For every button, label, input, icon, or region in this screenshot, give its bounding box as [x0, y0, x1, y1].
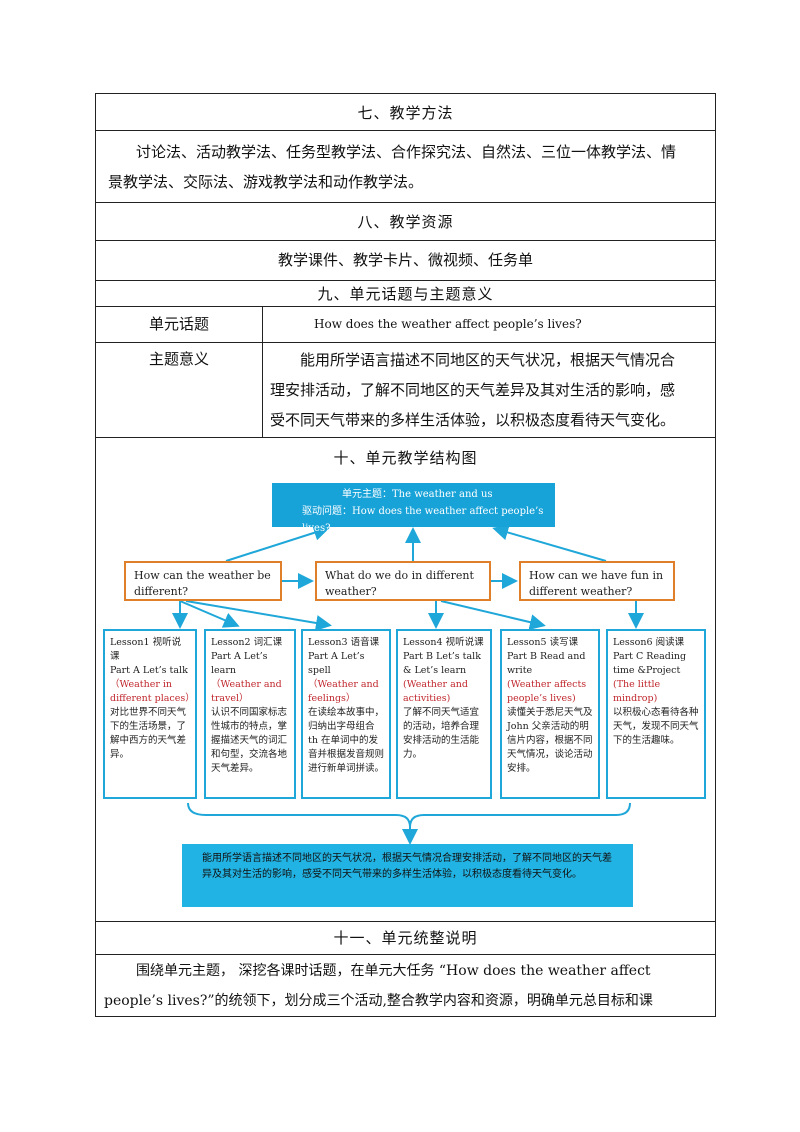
lesson-box-4: Lesson4 视听说课 Part B Let’s talk & Let’s l…: [396, 629, 492, 799]
section-11-line-1: 围绕单元主题， 深挖各课时话题，在单元大任务 “How does the wea…: [136, 963, 651, 979]
section-8-content: 教学课件、教学卡片、微视频、任务单: [277, 251, 533, 269]
unit-theme-text: 单元主题：The weather and us: [342, 489, 493, 500]
meaning-label: 主题意义: [148, 350, 209, 368]
unit-goal-box: 能用所学语言描述不同地区的天气状况，根据天气情况合理安排活动，了解不同地区的天气…: [182, 844, 633, 907]
driving-question-text: 驱动问题：How does the weather affect people’…: [302, 506, 544, 534]
lesson-part: Part B Let’s talk & Let’s learn: [403, 651, 481, 676]
row-divider: [96, 202, 715, 203]
lesson-box-5: Lesson5 读写课 Part B Read and write (Weath…: [500, 629, 600, 799]
lesson-theme: (The little mindrop): [613, 679, 661, 704]
lesson-description: 以积极心态看待各种天气，发现不同天气下的生活趣味。: [613, 707, 699, 746]
lesson-part: Part A Let’s spell: [308, 651, 365, 676]
lesson-title: Lesson6 阅读课: [613, 637, 685, 648]
question-box-2: What do we do in different weather?: [315, 561, 491, 601]
section-7-heading: 七、教学方法: [357, 103, 454, 122]
lesson-description: 在读绘本故事中，归纳出字母组合 th 在单词中的发音并根据发音规则进行新单词拼读…: [308, 707, 385, 774]
lesson-description: 了解不同天气适宜的活动，培养合理安排活动的生活能力。: [403, 707, 480, 760]
lesson-box-2: Lesson2 词汇课 Part A Let’s learn （Weather …: [204, 629, 296, 799]
row-divider: [96, 240, 715, 241]
section-11-line-2: people’s lives?”的统领下，划分成三个活动,整合教学内容和资源，明…: [104, 993, 653, 1009]
meaning-line-3: 受不同天气带来的多样生活体验，以积极态度看待天气变化。: [270, 411, 676, 429]
section-11-heading: 十一、单元统整说明: [333, 929, 478, 947]
row-divider: [96, 306, 715, 307]
section-7-line-1: 讨论法、活动教学法、任务型教学法、合作探究法、自然法、三位一体教学法、情: [136, 143, 677, 161]
lesson-title: Lesson2 词汇课: [211, 637, 283, 648]
row-divider: [96, 437, 715, 438]
question-box-3: How can we have fun in different weather…: [519, 561, 675, 601]
lesson-title: Lesson1 视听说课: [110, 637, 182, 662]
row-divider: [96, 954, 715, 955]
lesson-theme: （Weather and feelings）: [308, 679, 379, 704]
lesson-description: 对比世界不同天气下的生活场景，了解中西方的天气差异。: [110, 707, 187, 760]
section-7-line-2: 景教学法、交际法、游戏教学法和动作教学法。: [108, 173, 424, 191]
lesson-box-3: Lesson3 语音课 Part A Let’s spell （Weather …: [301, 629, 391, 799]
lesson-plan-table: 七、教学方法 讨论法、活动教学法、任务型教学法、合作探究法、自然法、三位一体教学…: [95, 93, 716, 1017]
meaning-line-2: 理安排活动，了解不同地区的天气差异及其对生活的影响，感: [270, 381, 676, 399]
lesson-part: Part A Let’s talk: [110, 665, 188, 676]
row-divider: [96, 342, 715, 343]
lesson-title: Lesson3 语音课: [308, 637, 380, 648]
lesson-title: Lesson5 读写课: [507, 637, 579, 648]
topic-label: 单元话题: [148, 315, 209, 333]
row-divider: [96, 921, 715, 922]
lesson-theme: （Weather and travel）: [211, 679, 282, 704]
meaning-line-1: 能用所学语言描述不同地区的天气状况，根据天气情况合: [300, 351, 676, 369]
lesson-part: Part C Reading time &Project: [613, 651, 687, 676]
question-box-1: How can the weather be different?: [124, 561, 282, 601]
lesson-box-1: Lesson1 视听说课 Part A Let’s talk （Weather …: [103, 629, 197, 799]
topic-value: How does the weather affect people’s liv…: [314, 317, 582, 331]
lesson-theme: (Weather affects people’s lives): [507, 679, 587, 704]
lesson-description: 读懂关于悉尼天气及 John 父亲活动的明信片内容，根据不同天气情况，谈论活动安…: [507, 707, 593, 774]
lesson-box-6: Lesson6 阅读课 Part C Reading time &Project…: [606, 629, 706, 799]
lesson-title: Lesson4 视听说课: [403, 637, 484, 648]
unit-theme-box: 单元主题：The weather and us 驱动问题：How does th…: [272, 483, 555, 534]
section-7-content: 讨论法、活动教学法、任务型教学法、合作探究法、自然法、三位一体教学法、情 景教学…: [96, 137, 715, 197]
lesson-part: Part A Let’s learn: [211, 651, 268, 676]
lesson-part: Part B Read and write: [507, 651, 586, 676]
section-11-content: 围绕单元主题， 深挖各课时话题，在单元大任务 “How does the wea…: [104, 956, 707, 1016]
lesson-theme: （Weather in different places）: [110, 679, 195, 704]
section-9-heading: 九、单元话题与主题意义: [317, 284, 494, 303]
column-divider: [262, 306, 263, 437]
lesson-theme: (Weather and activities): [403, 679, 468, 704]
lesson-description: 认识不同国家标志性城市的特点，掌握描述天气的词汇和句型，交流各地天气差异。: [211, 707, 288, 774]
meaning-content: 能用所学语言描述不同地区的天气状况，根据天气情况合 理安排活动，了解不同地区的天…: [270, 345, 675, 435]
section-8-heading: 八、教学资源: [357, 212, 454, 231]
row-divider: [96, 130, 715, 131]
diagram-arrows: [172, 524, 644, 845]
row-divider: [96, 280, 715, 281]
section-10-heading: 十、单元教学结构图: [333, 448, 478, 467]
unit-structure-diagram: 单元主题：The weather and us 驱动问题：How does th…: [96, 477, 715, 921]
